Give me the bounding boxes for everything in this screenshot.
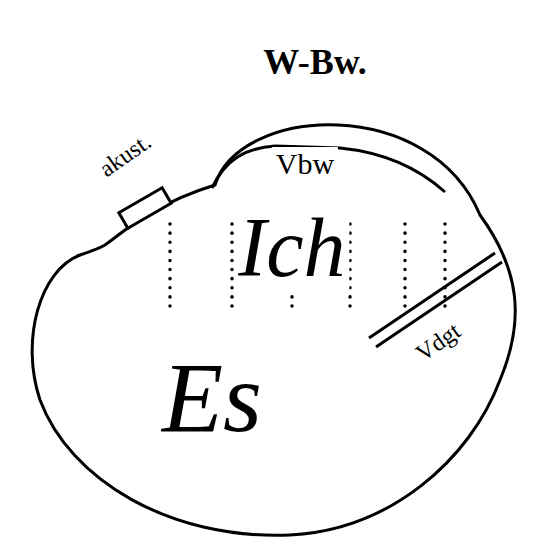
id-label: Es [162, 348, 262, 448]
psyche-outline [32, 125, 515, 535]
system-title: W-Bw. [263, 44, 367, 80]
repressed-label: Vdgt [411, 318, 464, 365]
acoustic-cap [119, 188, 171, 229]
acoustic-label: akust. [95, 129, 155, 181]
ego-label: Ich [234, 204, 349, 292]
preconscious-line [212, 146, 445, 192]
acoustic-box: akust. [80, 110, 190, 235]
preconscious-label: Vbw [272, 147, 338, 181]
acoustic-box-shape [80, 110, 190, 235]
preconscious-region: Vbw [210, 120, 450, 200]
